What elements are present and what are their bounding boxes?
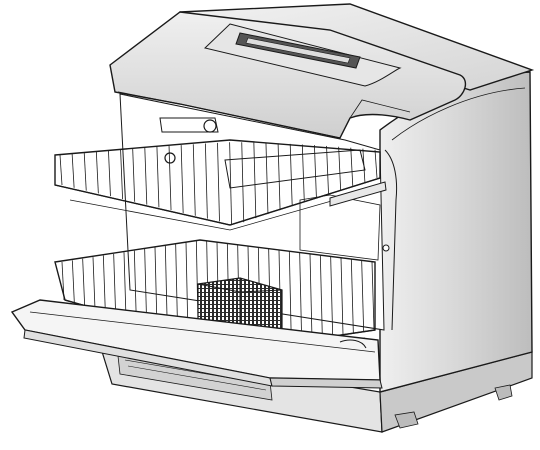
upper-rack <box>54 117 387 231</box>
lower-rack-wire <box>309 253 313 339</box>
lower-rack-wire <box>133 250 137 322</box>
lower-rack-wire <box>299 252 303 341</box>
lower-rack-wire <box>92 257 96 310</box>
lower-rack-wire <box>361 260 365 332</box>
upper-rack-wire <box>95 151 99 194</box>
upper-rack-wire <box>120 149 123 200</box>
lower-rack-wire <box>330 256 334 336</box>
lower-rack-wire <box>350 259 354 333</box>
lower-rack-wire <box>371 261 375 331</box>
upper-rack-wire <box>326 145 329 195</box>
lower-rack-wire <box>340 257 344 335</box>
handle-slot <box>235 32 361 69</box>
upper-rack-wire <box>362 148 366 183</box>
upper-rack-wire <box>289 143 293 207</box>
upper-rack-wire <box>374 149 378 179</box>
upper-rack-wire <box>217 142 220 222</box>
lower-rack-wire <box>123 252 127 319</box>
upper-rack-wire <box>265 142 269 215</box>
upper-rack-wire <box>71 153 75 188</box>
lower-rack-wire <box>61 261 65 301</box>
upper-rack-wire <box>192 144 196 216</box>
upper-rack-wire <box>241 142 245 223</box>
lower-rack-wire <box>102 255 106 313</box>
lower-rack-wire <box>82 258 86 307</box>
upper-rack-wire <box>338 146 342 191</box>
upper-rack-wire <box>277 143 281 211</box>
upper-rack-wire <box>108 150 111 197</box>
upper-rack-wire <box>168 145 172 211</box>
upper-rack-wire <box>229 142 233 225</box>
upper-rack-wire <box>314 145 317 199</box>
upper-rack-wire <box>301 144 305 203</box>
lower-rack-wire <box>319 255 323 338</box>
open-door <box>10 299 383 389</box>
side-panel <box>379 71 533 393</box>
upper-rack-wire <box>83 152 87 191</box>
lower-rack-wire <box>71 260 75 304</box>
upper-rack-wire <box>144 147 148 205</box>
upper-rack-wire <box>350 147 354 187</box>
upper-rack-wire <box>59 154 63 186</box>
lower-rack-wire <box>113 253 117 316</box>
upper-rack-wire <box>132 148 136 202</box>
lower-rack-wire <box>144 248 148 325</box>
lower-rack-wire <box>288 251 292 342</box>
upper-rack-wire <box>156 146 160 208</box>
upper-rack-wire <box>204 143 208 219</box>
upper-rack-wire <box>253 142 257 219</box>
upper-rack-wire <box>180 145 184 213</box>
